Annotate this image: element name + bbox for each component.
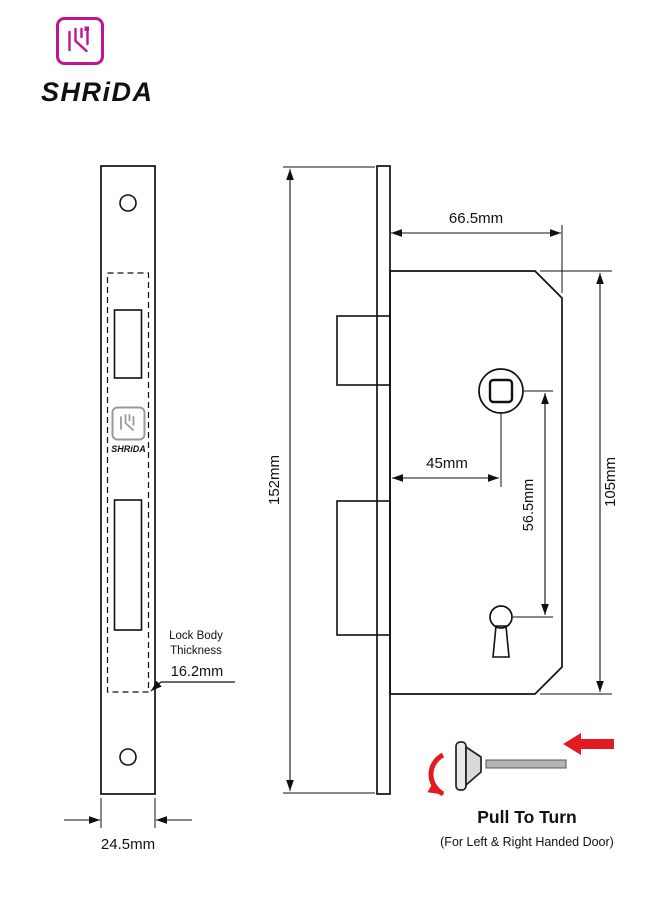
faceplate-width-value: 24.5mm: [101, 836, 155, 853]
brand-name: SHRiDA: [41, 77, 154, 107]
dimension-faceplate-width: 24.5mm: [64, 798, 192, 853]
pull-to-turn-title: Pull To Turn: [477, 807, 576, 827]
faceplate-side-outline: [376, 165, 391, 795]
watermark-logo: SHRiDA: [111, 406, 146, 454]
dimension-body-width: 66.5mm: [389, 210, 563, 293]
deadbolt: [336, 500, 391, 636]
thumbturn-knob: [455, 741, 567, 791]
latch-bolt: [336, 315, 391, 386]
spindle-to-keyhole-value: 56.5mm: [521, 479, 537, 531]
dimension-body-height: 105mm: [540, 270, 619, 695]
brand-logo: SHRiDA: [41, 17, 154, 107]
pull-to-turn-subtitle: (For Left & Right Handed Door): [440, 835, 614, 849]
keyhole-slot: [492, 625, 510, 658]
lock-body-hidden-outline: [106, 272, 150, 693]
thickness-label-line1: Lock Body: [169, 630, 223, 642]
dimension-spindle-to-keyhole: 56.5mm: [513, 390, 553, 618]
knob-cone: [465, 745, 482, 787]
spindle-follower-hole: [478, 368, 524, 414]
faceplate-height-value: 152mm: [266, 455, 283, 505]
spindle-shaft: [485, 759, 567, 769]
rotate-arrow-icon: [427, 752, 445, 797]
watermark-brand-name: SHRiDA: [111, 444, 146, 454]
faceplate-outline: [100, 165, 156, 795]
thickness-label-line2: Thickness: [170, 645, 222, 657]
thickness-callout: Lock Body Thickness 16.2mm: [150, 630, 235, 692]
faceplate-front-view: [100, 165, 156, 795]
latch-cutout: [113, 309, 143, 379]
pull-to-turn-illustration: Pull To Turn (For Left & Right Handed Do…: [427, 733, 614, 849]
lock-side-view: [336, 165, 563, 795]
dimension-backset: 45mm: [392, 414, 502, 487]
screw-hole-bottom: [119, 748, 137, 766]
pull-arrow-icon: [563, 733, 614, 755]
thickness-value: 16.2mm: [171, 664, 223, 680]
screw-hole-top: [119, 194, 137, 212]
body-height-value: 105mm: [602, 457, 619, 507]
dimension-faceplate-height: 152mm: [266, 166, 375, 794]
body-width-value: 66.5mm: [449, 210, 503, 227]
brand-logo-icon: [56, 17, 104, 65]
keyhole-circle: [489, 605, 513, 629]
knob-flange: [455, 741, 467, 791]
backset-value: 45mm: [426, 455, 468, 472]
deadbolt-cutout: [113, 499, 143, 631]
spindle-square: [488, 378, 514, 404]
